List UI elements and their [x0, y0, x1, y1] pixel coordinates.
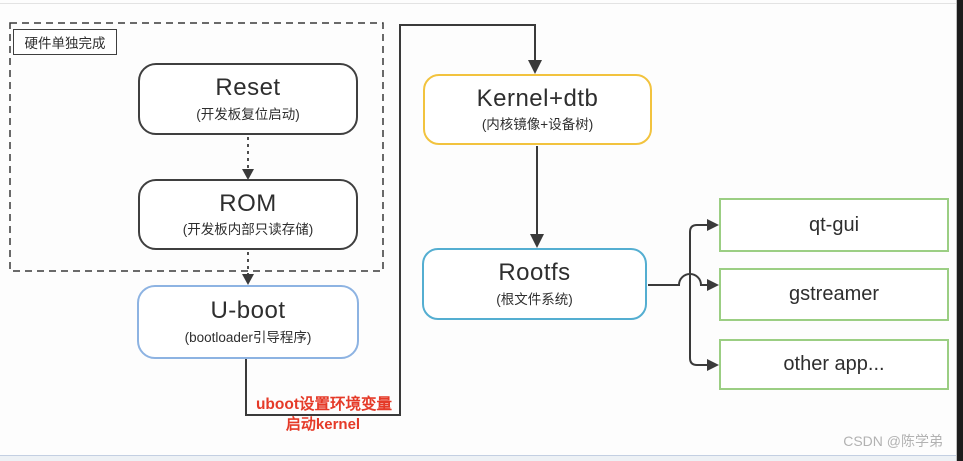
frame-bottom-strip — [0, 455, 963, 461]
frame-right-edge — [956, 0, 963, 461]
node-rom-subtitle: (开发板内部只读存储) — [182, 222, 314, 238]
node-rom: ROM (开发板内部只读存储) — [138, 179, 358, 250]
annotation-uboot-env: uboot设置环境变量 — [255, 396, 393, 413]
arrowhead-rootfs — [530, 234, 544, 248]
node-rom-title: ROM — [219, 189, 277, 217]
hardware-group-outline — [9, 22, 384, 272]
node-reset-subtitle: (开发板复位启动) — [196, 106, 300, 122]
arrowhead-otherapp — [707, 359, 719, 371]
node-rootfs-title: Rootfs — [498, 259, 571, 287]
hardware-group-label: 硬件单独完成 — [13, 29, 117, 55]
arrowhead-kernel — [528, 60, 542, 74]
node-rootfs-subtitle: (根文件系统) — [496, 291, 573, 307]
node-kernel-dtb-subtitle: (内核镜像+设备树) — [481, 117, 594, 133]
node-gstreamer: gstreamer — [719, 268, 949, 321]
node-uboot-title: U-boot — [210, 297, 286, 325]
node-uboot-subtitle: (bootloader引导程序) — [184, 329, 312, 345]
node-qt-gui: qt-gui — [719, 198, 949, 252]
arrowhead-rom — [242, 169, 254, 180]
csdn-watermark: CSDN @陈学弟 — [843, 433, 943, 449]
arrowhead-uboot — [242, 274, 254, 285]
annotation-start-kernel: 启动kernel — [285, 416, 361, 433]
node-other-app: other app... — [719, 339, 949, 390]
node-kernel-dtb-title: Kernel+dtb — [476, 84, 599, 112]
frame-top-line — [0, 3, 963, 4]
node-gstreamer-label: gstreamer — [788, 283, 880, 305]
node-uboot: U-boot (bootloader引导程序) — [137, 285, 359, 359]
arrowhead-qtgui — [707, 219, 719, 231]
node-kernel-dtb: Kernel+dtb (内核镜像+设备树) — [423, 74, 652, 145]
node-qt-gui-label: qt-gui — [808, 213, 860, 236]
node-reset-title: Reset — [215, 74, 281, 102]
arrow-uboot-to-kernel — [245, 24, 536, 416]
node-other-app-label: other app... — [783, 353, 885, 375]
branch-rootfs-apps — [689, 224, 707, 366]
node-reset: Reset (开发板复位启动) — [138, 63, 358, 135]
arrowhead-gstreamer — [707, 279, 719, 291]
node-rootfs: Rootfs (根文件系统) — [422, 248, 647, 320]
arrow-rootfs-to-gstreamer — [648, 273, 707, 286]
